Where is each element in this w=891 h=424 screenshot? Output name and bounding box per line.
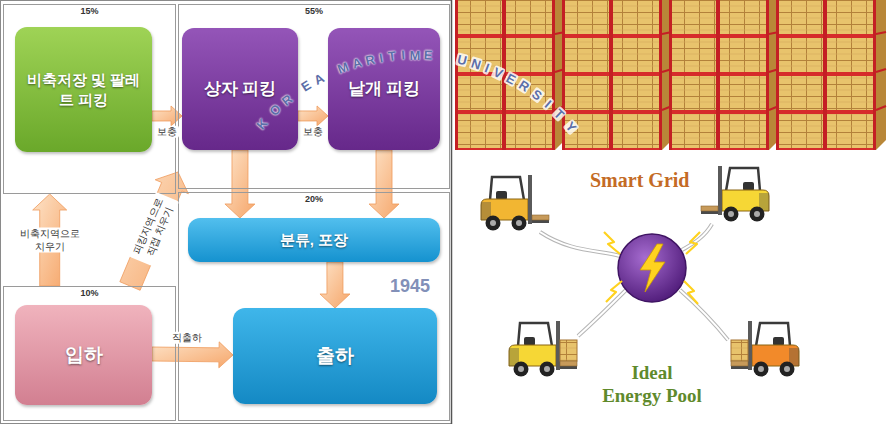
watermark-letter: V <box>490 64 505 80</box>
watermark-letter: I <box>482 61 492 75</box>
process-box: 낱개 피킹 <box>328 28 440 150</box>
decoration <box>731 340 748 361</box>
watermark-letter: I <box>542 97 555 111</box>
percent-label: 20% <box>179 194 449 205</box>
region-box: 55% 상자 피킹 낱개 피킹 <box>178 4 450 189</box>
process-box: 출하 <box>233 308 437 404</box>
pallet-rack <box>455 0 565 150</box>
flow-arrow <box>225 150 255 218</box>
flow-arrow <box>369 150 399 218</box>
decoration <box>481 175 549 231</box>
watermark-letter: N <box>469 56 484 72</box>
watermark-letter: I <box>378 51 384 64</box>
percent-label: 10% <box>4 288 175 299</box>
panel-frame <box>1 1 452 424</box>
pallet-rack <box>669 0 779 150</box>
decoration <box>578 290 626 336</box>
pallet-racks <box>455 0 886 150</box>
watermark-letter: R <box>516 78 533 95</box>
watermark-letter: S <box>529 87 545 104</box>
decoration <box>680 290 728 340</box>
node-text: 낱개 피킹 <box>348 78 421 100</box>
watermark-letter: T <box>387 49 396 63</box>
watermark-letter: E <box>299 79 313 95</box>
region-box: 20% 분류, 포장출하 <box>178 192 450 421</box>
region-box: 15% 비축저장 및 팔레트 피킹 <box>3 4 176 194</box>
flow-arrow <box>298 106 328 126</box>
watermark-text: 1945 <box>390 276 430 298</box>
decoration <box>686 232 700 254</box>
decoration <box>682 224 712 250</box>
process-band: 분류, 포장 <box>188 218 440 262</box>
watermark-letter: R <box>364 53 376 68</box>
pallet-rack <box>776 0 886 150</box>
decoration <box>509 321 577 377</box>
node-text: 입하 <box>65 343 103 368</box>
node-text: 분류, 포장 <box>280 230 348 250</box>
region-box: 10% 입하 <box>3 286 176 421</box>
decoration <box>540 232 620 256</box>
energy-pool <box>604 232 700 304</box>
watermark-letter: E <box>423 49 432 63</box>
process-box: 입하 <box>15 305 152 405</box>
arrow-label: 보충 <box>155 126 179 139</box>
forklift <box>701 166 769 222</box>
panel-divider <box>451 0 453 424</box>
node-text: 출하 <box>316 344 354 369</box>
arrow-label: 비축지역으로 치우기 <box>12 228 88 253</box>
decoration <box>682 224 712 250</box>
decoration <box>578 290 626 336</box>
forklift <box>481 175 549 231</box>
arrow-label: 보충 <box>301 126 325 139</box>
process-box: 상자 피킹 <box>182 28 298 150</box>
flow-arrow <box>152 342 233 368</box>
illustration-label: Ideal Energy Pool <box>600 362 704 408</box>
decoration <box>701 206 718 211</box>
decoration <box>684 281 698 304</box>
watermark-letter: E <box>503 71 519 87</box>
forklift <box>731 321 799 377</box>
percent-label: 15% <box>4 6 175 17</box>
illustration-label: Smart Grid <box>590 168 689 192</box>
watermark-letter: A <box>312 71 326 87</box>
node-text: 비축저장 및 팔레트 피킹 <box>21 70 146 109</box>
decoration <box>604 232 620 254</box>
decoration <box>640 244 665 292</box>
decoration <box>731 321 799 377</box>
decoration <box>532 215 549 220</box>
pallet-rack <box>562 0 672 150</box>
watermark-letter: I <box>401 49 405 62</box>
decoration <box>560 361 577 366</box>
grid-lines <box>540 224 728 340</box>
watermark-letter: T <box>551 106 567 122</box>
watermark-letter: M <box>336 60 351 76</box>
watermark-letter: K <box>254 116 270 132</box>
flow-arrow <box>320 262 350 308</box>
node-text: 상자 피킹 <box>204 78 277 100</box>
arrow-label: 피킹지역으로 직접 치우기 <box>129 192 179 266</box>
watermark-text: KOREA MARITIME UNIVERSITY <box>252 45 581 137</box>
decoration <box>680 290 728 340</box>
watermark-letter: U <box>455 53 469 68</box>
forklift <box>509 321 577 377</box>
watermark-letter: R <box>279 92 294 108</box>
decoration <box>701 166 769 222</box>
decoration <box>560 340 577 361</box>
decoration <box>604 232 700 304</box>
watermark-letter: M <box>410 49 421 62</box>
watermark-letter: Y <box>563 119 580 136</box>
decoration <box>540 232 620 256</box>
decoration <box>606 281 622 302</box>
percent-label: 55% <box>179 6 449 17</box>
arrow-label: 직출하 <box>170 331 204 344</box>
decoration <box>731 361 748 366</box>
decoration <box>618 234 686 302</box>
watermark-letter: O <box>267 102 283 118</box>
watermark-letter: A <box>351 56 364 71</box>
process-box: 비축저장 및 팔레트 피킹 <box>15 27 152 152</box>
